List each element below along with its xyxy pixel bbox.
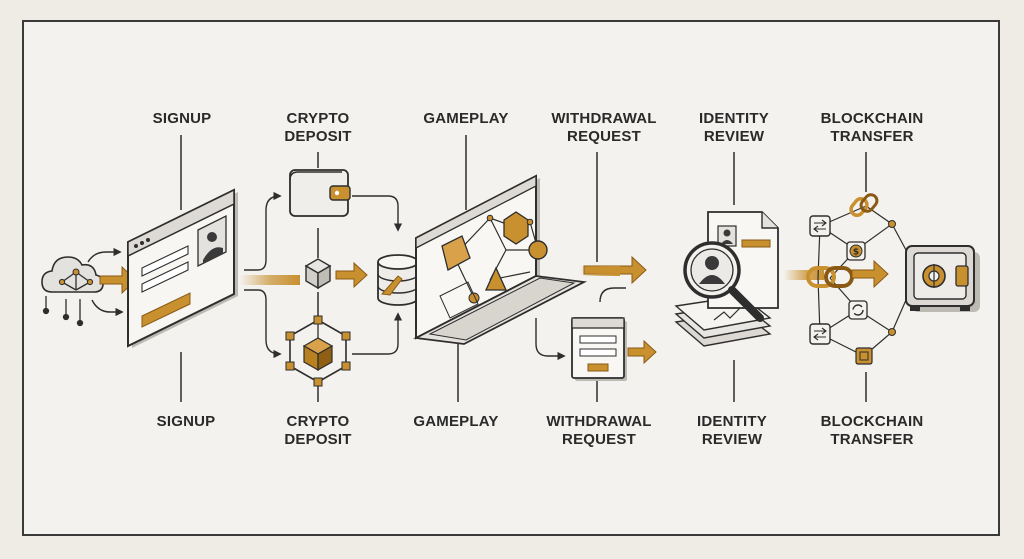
orange-arrow	[784, 270, 824, 280]
orange-arrow	[580, 266, 620, 276]
label-deposit-bottom: CRYPTO DEPOSIT	[248, 413, 388, 449]
label-blockchain-top: BLOCKCHAIN TRANSFER	[802, 110, 942, 146]
cloud-network-icon	[41, 256, 104, 327]
label-signup-top: SIGNUP	[112, 110, 252, 128]
label-gameplay-top: GAMEPLAY	[396, 110, 536, 128]
dollar-coin-icon: $	[846, 241, 866, 261]
wallet-to-db-arrow	[352, 195, 403, 232]
label-line: BLOCKCHAIN	[820, 110, 924, 127]
blockchain-transfer-network: $	[806, 193, 907, 365]
label-line: BLOCKCHAIN	[820, 413, 924, 430]
refresh-coin-icon	[848, 300, 868, 320]
label-blockchain-bottom: BLOCKCHAIN TRANSFER	[802, 413, 942, 449]
vault-icon	[905, 245, 980, 312]
cloud-to-signup-arrows	[87, 247, 124, 317]
label-deposit-top: CRYPTO DEPOSIT	[248, 110, 388, 146]
label-identity-top: IDENTITY REVIEW	[664, 110, 804, 146]
label-line: IDENTITY	[697, 413, 767, 430]
node-to-db-arrow	[352, 312, 403, 355]
svg-text:$: $	[853, 248, 859, 258]
label-line: WITHDRAWAL	[551, 110, 657, 127]
label-line: IDENTITY	[699, 110, 769, 127]
crypto-cube-icon	[304, 258, 332, 290]
orange-arrow	[240, 275, 300, 285]
label-line: GAMEPLAY	[413, 413, 499, 430]
label-line: TRANSFER	[830, 431, 914, 448]
withdrawal-form-icon	[571, 317, 627, 381]
label-line: CRYPTO	[286, 413, 350, 430]
label-line: REVIEW	[703, 128, 765, 145]
orange-arrow	[335, 261, 368, 289]
label-line: DEPOSIT	[284, 128, 352, 145]
label-identity-bottom: IDENTITY REVIEW	[662, 413, 802, 449]
chain-link-icon	[849, 193, 879, 218]
orange-arrow	[627, 339, 657, 365]
wallet-icon	[289, 169, 351, 217]
laptop-game-icon	[413, 174, 587, 345]
label-line: REVIEW	[701, 431, 763, 448]
label-line: GAMEPLAY	[423, 110, 509, 127]
label-line: DEPOSIT	[284, 431, 352, 448]
signup-branch-arrows	[244, 191, 282, 359]
label-line: REQUEST	[562, 431, 636, 448]
orange-arrow	[851, 259, 889, 289]
label-withdrawal-top: WITHDRAWAL REQUEST	[534, 110, 674, 146]
label-line: CRYPTO	[286, 110, 350, 127]
label-line: WITHDRAWAL	[546, 413, 652, 430]
browser-signup-icon	[127, 188, 238, 348]
label-line: SIGNUP	[156, 413, 216, 430]
label-line: TRANSFER	[830, 128, 914, 145]
label-connectors	[180, 135, 867, 402]
label-line: REQUEST	[567, 128, 641, 145]
connector-line	[599, 287, 626, 303]
laptop-to-form-arrow	[535, 318, 566, 361]
magnifier-document-icon	[674, 211, 779, 347]
transfer-arrows-icon	[809, 323, 831, 345]
label-line: SIGNUP	[152, 110, 212, 127]
transfer-arrows-icon	[809, 215, 831, 237]
label-gameplay-bottom: GAMEPLAY	[386, 413, 526, 431]
blockchain-node-icon	[285, 315, 351, 387]
database-icon	[377, 254, 419, 306]
label-signup-bottom: SIGNUP	[116, 413, 256, 431]
label-withdrawal-bottom: WITHDRAWAL REQUEST	[529, 413, 669, 449]
stacked-blocks-icon	[855, 347, 873, 365]
